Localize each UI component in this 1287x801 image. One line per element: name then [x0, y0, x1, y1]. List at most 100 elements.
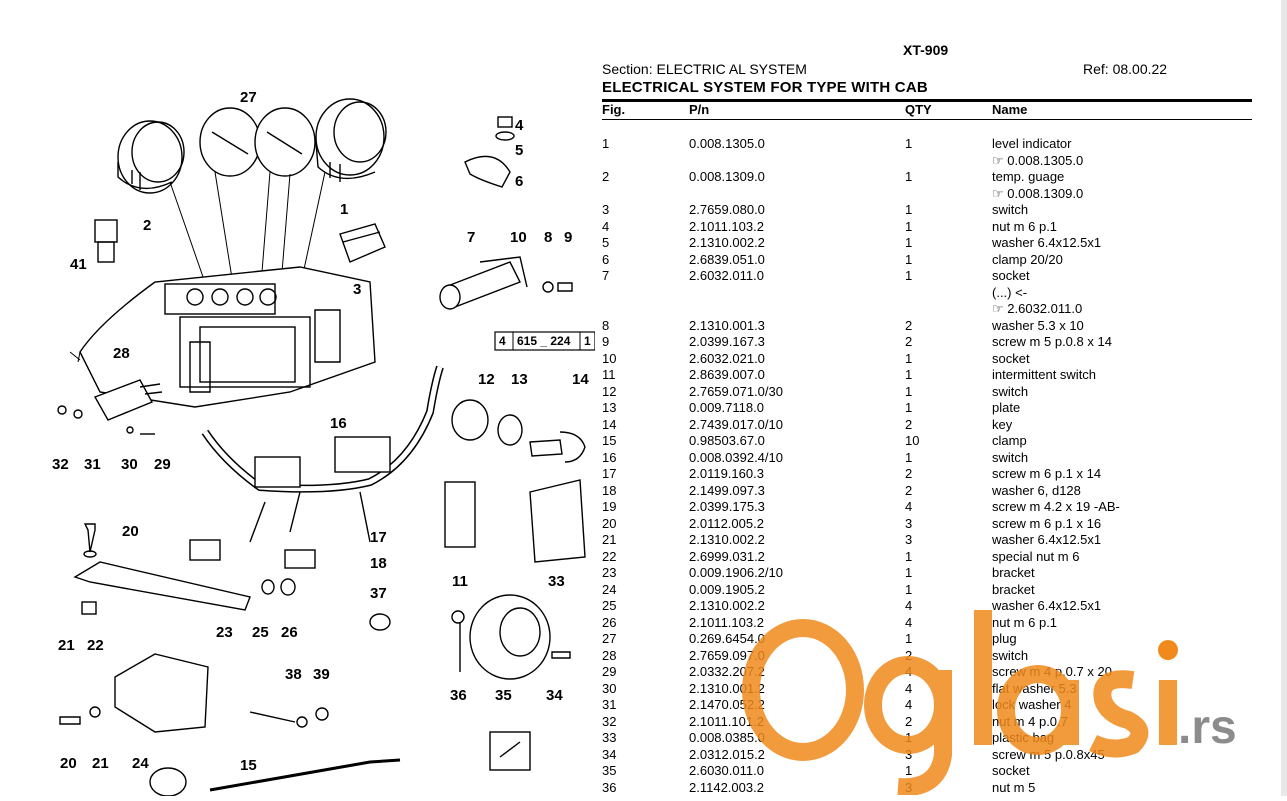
- qty-cell: 2: [905, 713, 913, 729]
- callout-21-lower: 21: [92, 755, 109, 772]
- qty-cell: 1: [905, 169, 913, 184]
- name-cell: switch: [992, 202, 1029, 217]
- callout-1: 1: [340, 201, 348, 218]
- fig-cell: 33: [602, 730, 617, 745]
- callout-39: 39: [313, 666, 330, 683]
- column-header-pn: P/n: [689, 102, 710, 117]
- name-cell: clamp 20/20: [992, 251, 1063, 267]
- fig-cell: 29: [602, 664, 617, 679]
- name-cell: nut m 6 p.1: [992, 218, 1058, 234]
- callout-13: 13: [511, 371, 528, 388]
- scrollbar-track[interactable]: [1281, 0, 1287, 796]
- dashboard-panel-icon: [79, 266, 376, 408]
- callout-24: 24: [132, 755, 149, 772]
- part-number-cell: 2.7659.097.0: [689, 647, 765, 663]
- header-rule: [602, 119, 1252, 120]
- qty-cell: 2: [905, 466, 913, 481]
- qty-cell: 1: [905, 136, 913, 151]
- part-number-cell: 2.7439.017.0/10: [689, 416, 783, 432]
- fig-cell: 20: [602, 515, 617, 531]
- fig-cell: 26: [602, 614, 617, 630]
- name-cell: screw m 4 p.0.7 x 20: [992, 664, 1112, 679]
- callout-16: 16: [330, 415, 347, 432]
- wiring-harness-icon: [201, 365, 444, 543]
- fig-cell: 10: [602, 350, 617, 366]
- name-cell: intermittent switch: [992, 367, 1097, 382]
- part-number-cell: 2.6839.051.0: [689, 251, 765, 267]
- qty-cell: 1: [905, 268, 913, 283]
- qty-cell: 2: [905, 647, 913, 663]
- part-number-cell: 2.0312.015.2: [689, 746, 765, 762]
- name-cell: plastic bag: [992, 730, 1055, 745]
- qty-cell: 1: [905, 400, 913, 415]
- part-number-cell: 2.1470.052.2: [689, 697, 765, 712]
- ref-box-c: 1: [584, 334, 591, 348]
- part-number-cell: 0.008.1309.0: [689, 169, 765, 184]
- level-gauge-icon: [315, 98, 387, 182]
- ref-box-b: 615 _ 224: [517, 334, 571, 348]
- name-cell: washer 5.3 x 10: [992, 317, 1084, 333]
- fig-cell: 31: [602, 697, 617, 712]
- fig-cell: 4: [602, 218, 610, 234]
- fig-cell: 36: [602, 779, 617, 795]
- fig-cell: 12: [602, 383, 617, 399]
- name-cell: bracket: [992, 581, 1035, 597]
- qty-cell: 1: [905, 763, 913, 778]
- name-cell: ☞ 0.008.1309.0: [992, 185, 1084, 201]
- part-number-cell: 2.8639.007.0: [689, 367, 765, 382]
- callout-6: 6: [515, 173, 523, 190]
- name-cell: switch: [992, 449, 1029, 465]
- part-number-cell: 2.0112.005.2: [689, 515, 764, 531]
- part-number-cell: 0.008.1305.0: [689, 136, 765, 151]
- part-number-cell: 0.009.1905.2: [689, 581, 765, 597]
- ignition-switch-icon: [451, 399, 523, 446]
- ref-box-a: 4: [499, 334, 506, 348]
- qty-cell: 4: [905, 499, 913, 514]
- name-cell: clamp: [992, 433, 1027, 448]
- qty-cell: 3: [905, 515, 913, 531]
- reference-number: Ref: 08.00.22: [1083, 61, 1168, 77]
- heading-rule: [602, 99, 1252, 102]
- fig-cell: 1: [602, 136, 610, 151]
- part-number-cell: 2.6999.031.2: [689, 548, 765, 564]
- name-cell: switch: [992, 383, 1029, 399]
- fig-cell: 18: [602, 482, 617, 498]
- fig-cell: 11: [602, 367, 616, 382]
- parts-diagram: 27 4 5 6 2 1 41 3 7 10 8 9 28 32 31 30 2…: [40, 62, 596, 797]
- name-cell: washer 6.4x12.5x1: [992, 532, 1102, 547]
- name-cell: lock washer 4: [992, 697, 1072, 712]
- callout-37: 37: [370, 585, 387, 602]
- callout-25: 25: [252, 624, 269, 641]
- fig-cell: 21: [602, 532, 617, 547]
- qty-cell: 4: [905, 664, 913, 679]
- part-number-cell: 0.98503.67.0: [689, 433, 765, 448]
- callout-32: 32: [52, 456, 69, 473]
- temp-gauge-icon: [117, 120, 185, 194]
- name-cell: key: [992, 416, 1013, 432]
- fig-cell: 8: [602, 317, 610, 333]
- name-cell: ☞ 0.008.1305.0: [992, 152, 1084, 168]
- fig-cell: 34: [602, 746, 617, 762]
- qty-cell: 1: [905, 367, 913, 382]
- fig-cell: 24: [602, 581, 617, 597]
- column-header-qty: QTY: [905, 102, 932, 117]
- qty-cell: 1: [905, 383, 913, 399]
- fig-cell: 22: [602, 548, 617, 564]
- qty-cell: 1: [905, 548, 913, 564]
- fig-cell: 2: [602, 169, 610, 184]
- qty-cell: 1: [905, 631, 913, 646]
- part-number-cell: 2.1310.001.2: [689, 680, 765, 696]
